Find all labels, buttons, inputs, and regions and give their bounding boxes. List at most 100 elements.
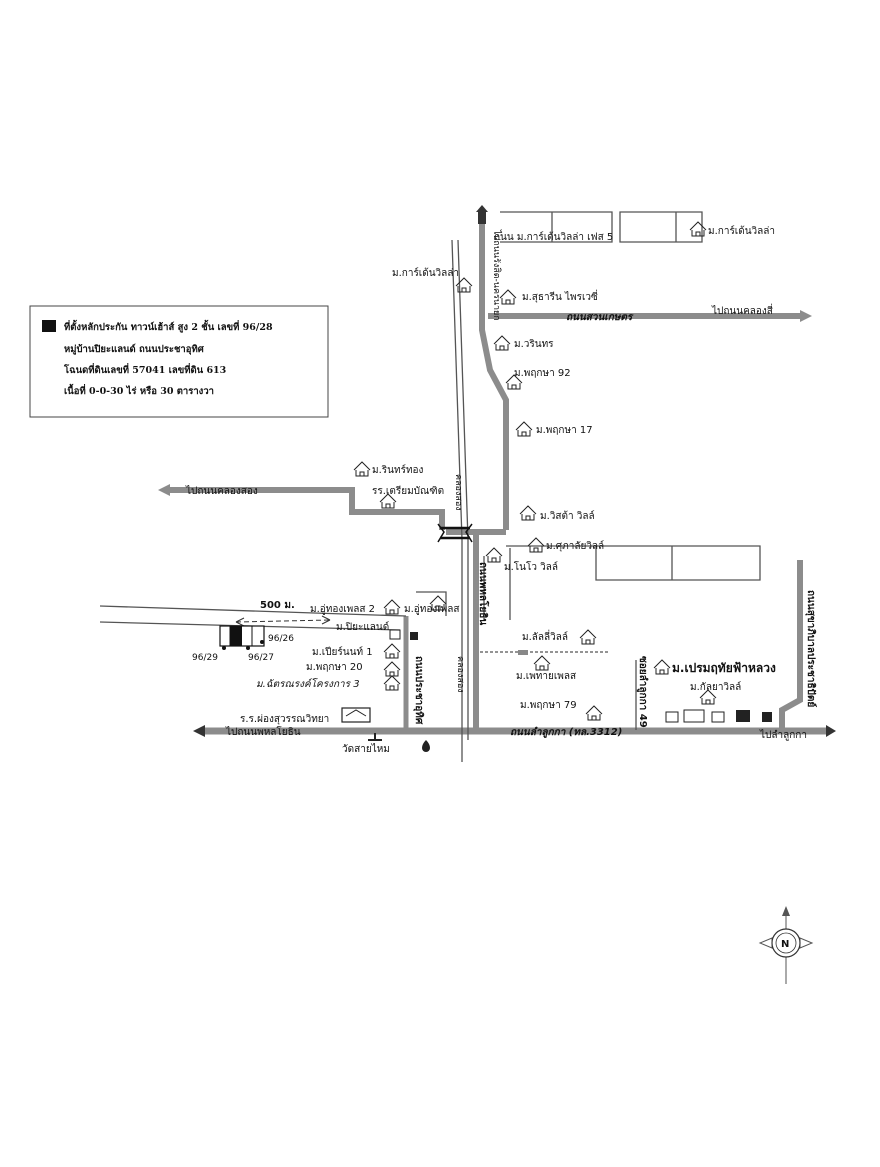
label-supalai: ม.ศุภาลัยวิลล์ xyxy=(546,540,604,552)
house-icon xyxy=(515,421,533,437)
legend-box: ที่ตั้งหลักประกัน ทาวน์เฮ้าส์ สูง 2 ชั้น… xyxy=(29,305,329,418)
house-icon xyxy=(689,221,707,237)
house-icon xyxy=(579,629,597,645)
khlong-line-2 xyxy=(457,239,469,740)
label-khlong-song-canal-2: คลองสอง xyxy=(455,656,465,693)
label-pruksa17: ม.พฤกษา 17 xyxy=(536,425,593,436)
label-unit-96-26: 96/26 xyxy=(268,634,294,644)
label-lam-luk-ka-road: ถนนลำลูกกา (ทล.3312) xyxy=(510,726,622,738)
house-icon xyxy=(505,374,523,390)
shop-icons xyxy=(389,629,772,723)
label-school-triam: รร.เตรียมบัณฑิต xyxy=(372,485,444,497)
uthong-soi xyxy=(416,591,447,616)
label-uthong: ม.อู่ทองเพลส xyxy=(404,604,460,615)
store-icon xyxy=(665,711,679,723)
temple-icon xyxy=(368,733,382,741)
label-to-lam-luk-ka: ไปลำลูกกา xyxy=(759,729,807,741)
legend-line-3: โฉนดที่ดินเลขที่ 57041 เลขที่ดิน 613 xyxy=(63,362,226,376)
house-icon xyxy=(485,547,503,563)
legend-line-2: หมู่บ้านปิยะแลนด์ ถนนประชาอุทิศ xyxy=(64,343,205,356)
arrow-west-khlong-song xyxy=(158,484,170,496)
house-icon xyxy=(533,655,551,671)
label-soi-lam-luk-ka-49: ซอยลำลูกกา 49 xyxy=(636,656,649,728)
piyaland-soi-upper xyxy=(99,605,407,617)
main-ns-road-north xyxy=(479,222,509,530)
legend-line-4: เนื้อที่ 0-0-30 ไร่ หรือ 30 ตารางวา xyxy=(64,383,214,397)
label-garden-villa-phase5: ถนน ม.การ์เด้นวิลล่า เฟส 5 xyxy=(494,231,613,243)
label-pruksa79: ม.พฤกษา 79 xyxy=(520,700,577,711)
legend-line-1: ที่ตั้งหลักประกัน ทาวน์เฮ้าส์ สูง 2 ชั้น… xyxy=(64,319,273,334)
label-suthrin: ม.สุธารีน ไพรเวซี่ xyxy=(522,289,598,303)
bridge-icon xyxy=(437,523,473,543)
label-premruthai: ม.เปรมฤทัยฟ้าหลวง xyxy=(672,661,776,675)
label-rinthong: ม.รินทร์ทอง xyxy=(372,464,424,476)
distance-line xyxy=(235,619,331,623)
arrow-west-phahonyothin xyxy=(193,725,205,737)
house-icon xyxy=(383,661,401,677)
label-pruksa92: ม.พฤกษา 92 xyxy=(514,368,571,379)
label-lalisville: ม.ลัลลี่วิลล์ xyxy=(522,629,568,643)
label-khlong-song-canal: คลองสอง xyxy=(453,474,463,511)
townhouse-row xyxy=(219,625,265,650)
label-piyaland: ม.ปิยะแลนด์ xyxy=(336,621,389,633)
arrow-north-head xyxy=(476,205,488,212)
bank-icon xyxy=(736,710,750,722)
label-phahonyothin-bypass: ถนนพหลโยธิน xyxy=(477,562,490,625)
distance-arrows xyxy=(235,615,331,627)
legend-marker xyxy=(42,320,56,332)
house-icon xyxy=(585,705,603,721)
label-to-khlong-song: ไปถนนคลองสอง xyxy=(185,485,258,497)
house-icon xyxy=(493,335,511,351)
rail-marker xyxy=(518,650,528,655)
compass-north-label: N xyxy=(781,939,789,950)
label-distance: 500 ม. xyxy=(260,600,295,611)
house-icon xyxy=(653,659,671,675)
house-icons xyxy=(353,221,717,721)
house-icon xyxy=(383,643,401,659)
gas-station-icon xyxy=(422,740,430,752)
khlong-song-road xyxy=(170,487,445,530)
house-icon xyxy=(383,675,401,691)
label-kanlaya: ม.กัลยาวิลล์ xyxy=(690,681,741,693)
compass-rose: N xyxy=(758,906,814,984)
label-pattaya-place: ม.เพทายเพลส xyxy=(516,671,576,682)
prachathipat-road xyxy=(779,560,803,731)
label-prachautit-road: ถนนประชาอุทิศ xyxy=(413,656,425,725)
label-garden-villa: ม.การ์เด้นวิลล่า xyxy=(392,267,459,279)
arrow-east-lam-luk-ka xyxy=(826,725,836,737)
house-icon xyxy=(353,461,371,477)
label-chattranarong: ม.ฉัตรณรงค์โครงการ 3 xyxy=(256,678,360,690)
subject-property-96-28 xyxy=(230,626,242,646)
garden-villa-soi xyxy=(500,211,613,243)
school-icon xyxy=(341,707,371,723)
label-warinthorn: ม.วรินทร xyxy=(514,339,554,350)
house-icon xyxy=(699,689,717,705)
label-novo: ม.โนโว วิลล์ xyxy=(504,560,558,573)
label-garden-villa-top: ม.การ์เด้นวิลล่า xyxy=(708,225,775,237)
khlong-line-1 xyxy=(451,239,463,762)
supalai-soi xyxy=(506,545,761,581)
label-school-phong: ร.ร.ผ่องสุวรรณวิทยา xyxy=(240,714,329,725)
office-icon xyxy=(683,709,705,723)
label-pruksa20: ม.พฤกษา 20 xyxy=(306,662,363,673)
store-icon xyxy=(389,629,401,640)
arrow-east-suan-kaset xyxy=(800,310,812,322)
label-prachathipat-road: ถนนสุขาภิบาลประชาธิปัตย์ xyxy=(805,590,817,707)
house-icon xyxy=(527,537,545,553)
house-icon xyxy=(455,277,473,293)
house-icon xyxy=(429,595,447,611)
soi-block-1 xyxy=(619,211,703,243)
label-to-rangsit: ไปถนนรังสิต-นครนายก xyxy=(491,229,502,321)
house-icon xyxy=(499,289,517,305)
label-piyarom: ม.เปียร์นนท์ 1 xyxy=(312,646,373,658)
house-icon xyxy=(379,493,397,509)
label-unit-96-27: 96/27 xyxy=(248,653,274,663)
house-icon xyxy=(383,599,401,615)
label-visata: ม.วิสต้า วิลล์ xyxy=(540,510,595,522)
label-wat: วัดสายไหม xyxy=(342,743,390,755)
label-unit-96-29: 96/29 xyxy=(192,653,218,663)
shop-icon xyxy=(410,632,418,640)
store-icon xyxy=(711,711,725,723)
